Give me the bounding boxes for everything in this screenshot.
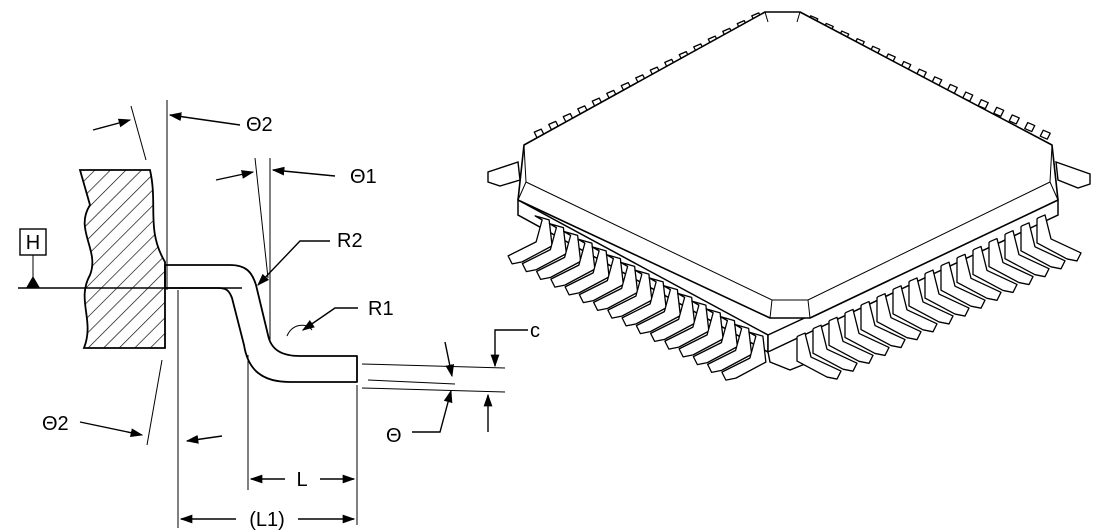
package-body-section: [78, 169, 166, 349]
lead-profile-detail: H Θ2 Θ1 R2: [18, 100, 540, 531]
package-pin: [828, 316, 874, 364]
package-pin: [635, 284, 682, 335]
pins-front-right: [796, 214, 1082, 380]
package-pin: [1020, 222, 1066, 270]
c-label: c: [530, 320, 540, 342]
package-pin: [706, 323, 753, 374]
package-pin: [860, 300, 906, 349]
package-pin: [956, 253, 1002, 301]
package-pin: [876, 293, 922, 341]
package-pin: [649, 292, 696, 343]
r2-label: R2: [337, 230, 363, 252]
package-pin: [1036, 214, 1082, 262]
package-pin: [1039, 129, 1051, 140]
theta-dimension: Θ: [367, 341, 456, 447]
corner-tab-right: [1055, 160, 1091, 189]
package-pin: [812, 324, 858, 372]
r1-dimension: R1: [286, 298, 394, 337]
package-pin: [507, 215, 553, 265]
l1-dimension: (L1): [177, 290, 356, 531]
package-pin: [1024, 121, 1036, 133]
package-pin: [621, 277, 667, 327]
package-pin: [550, 238, 596, 288]
package-pin: [678, 308, 724, 358]
theta2-top-dimension: Θ2: [92, 100, 273, 290]
package-pin: [844, 308, 890, 357]
package-pin: [796, 332, 842, 380]
theta1-dimension: Θ1: [215, 157, 377, 340]
theta2-bottom-label: Θ2: [42, 413, 69, 435]
theta2-bottom-dimension: Θ2: [42, 359, 223, 446]
theta-label: Θ: [386, 425, 402, 447]
package-pin: [908, 277, 954, 325]
c-dimension: c: [361, 320, 540, 432]
package-pin: [578, 253, 625, 304]
package-pin: [988, 237, 1034, 286]
corner-tab-left: [487, 161, 521, 187]
package-pin: [940, 261, 986, 309]
r2-dimension: R2: [257, 230, 363, 286]
package-pin: [892, 285, 938, 333]
l-dimension: L: [247, 355, 358, 525]
package-pin: [607, 269, 653, 319]
package-pin: [993, 106, 1005, 117]
package-pin: [692, 315, 739, 366]
package-pin: [1004, 230, 1050, 278]
package-pin: [564, 246, 610, 296]
package-pin: [721, 331, 767, 381]
theta2-top-label: Θ2: [246, 114, 273, 136]
r1-label: R1: [368, 298, 394, 320]
pins-front-left: [507, 215, 767, 381]
package-pin: [664, 300, 710, 350]
package-pin: [1008, 114, 1020, 125]
package-pin: [535, 230, 582, 281]
gull-wing-lead: [164, 264, 358, 383]
l1-label: (L1): [249, 509, 285, 531]
l-label: L: [296, 469, 307, 491]
qfp-package-isometric: [487, 11, 1091, 381]
datum-label: H: [26, 232, 40, 254]
package-pin: [924, 269, 970, 317]
package-pin: [521, 222, 568, 273]
package-pin: [972, 245, 1018, 294]
package-pin: [592, 261, 639, 312]
theta1-label: Θ1: [350, 166, 377, 188]
